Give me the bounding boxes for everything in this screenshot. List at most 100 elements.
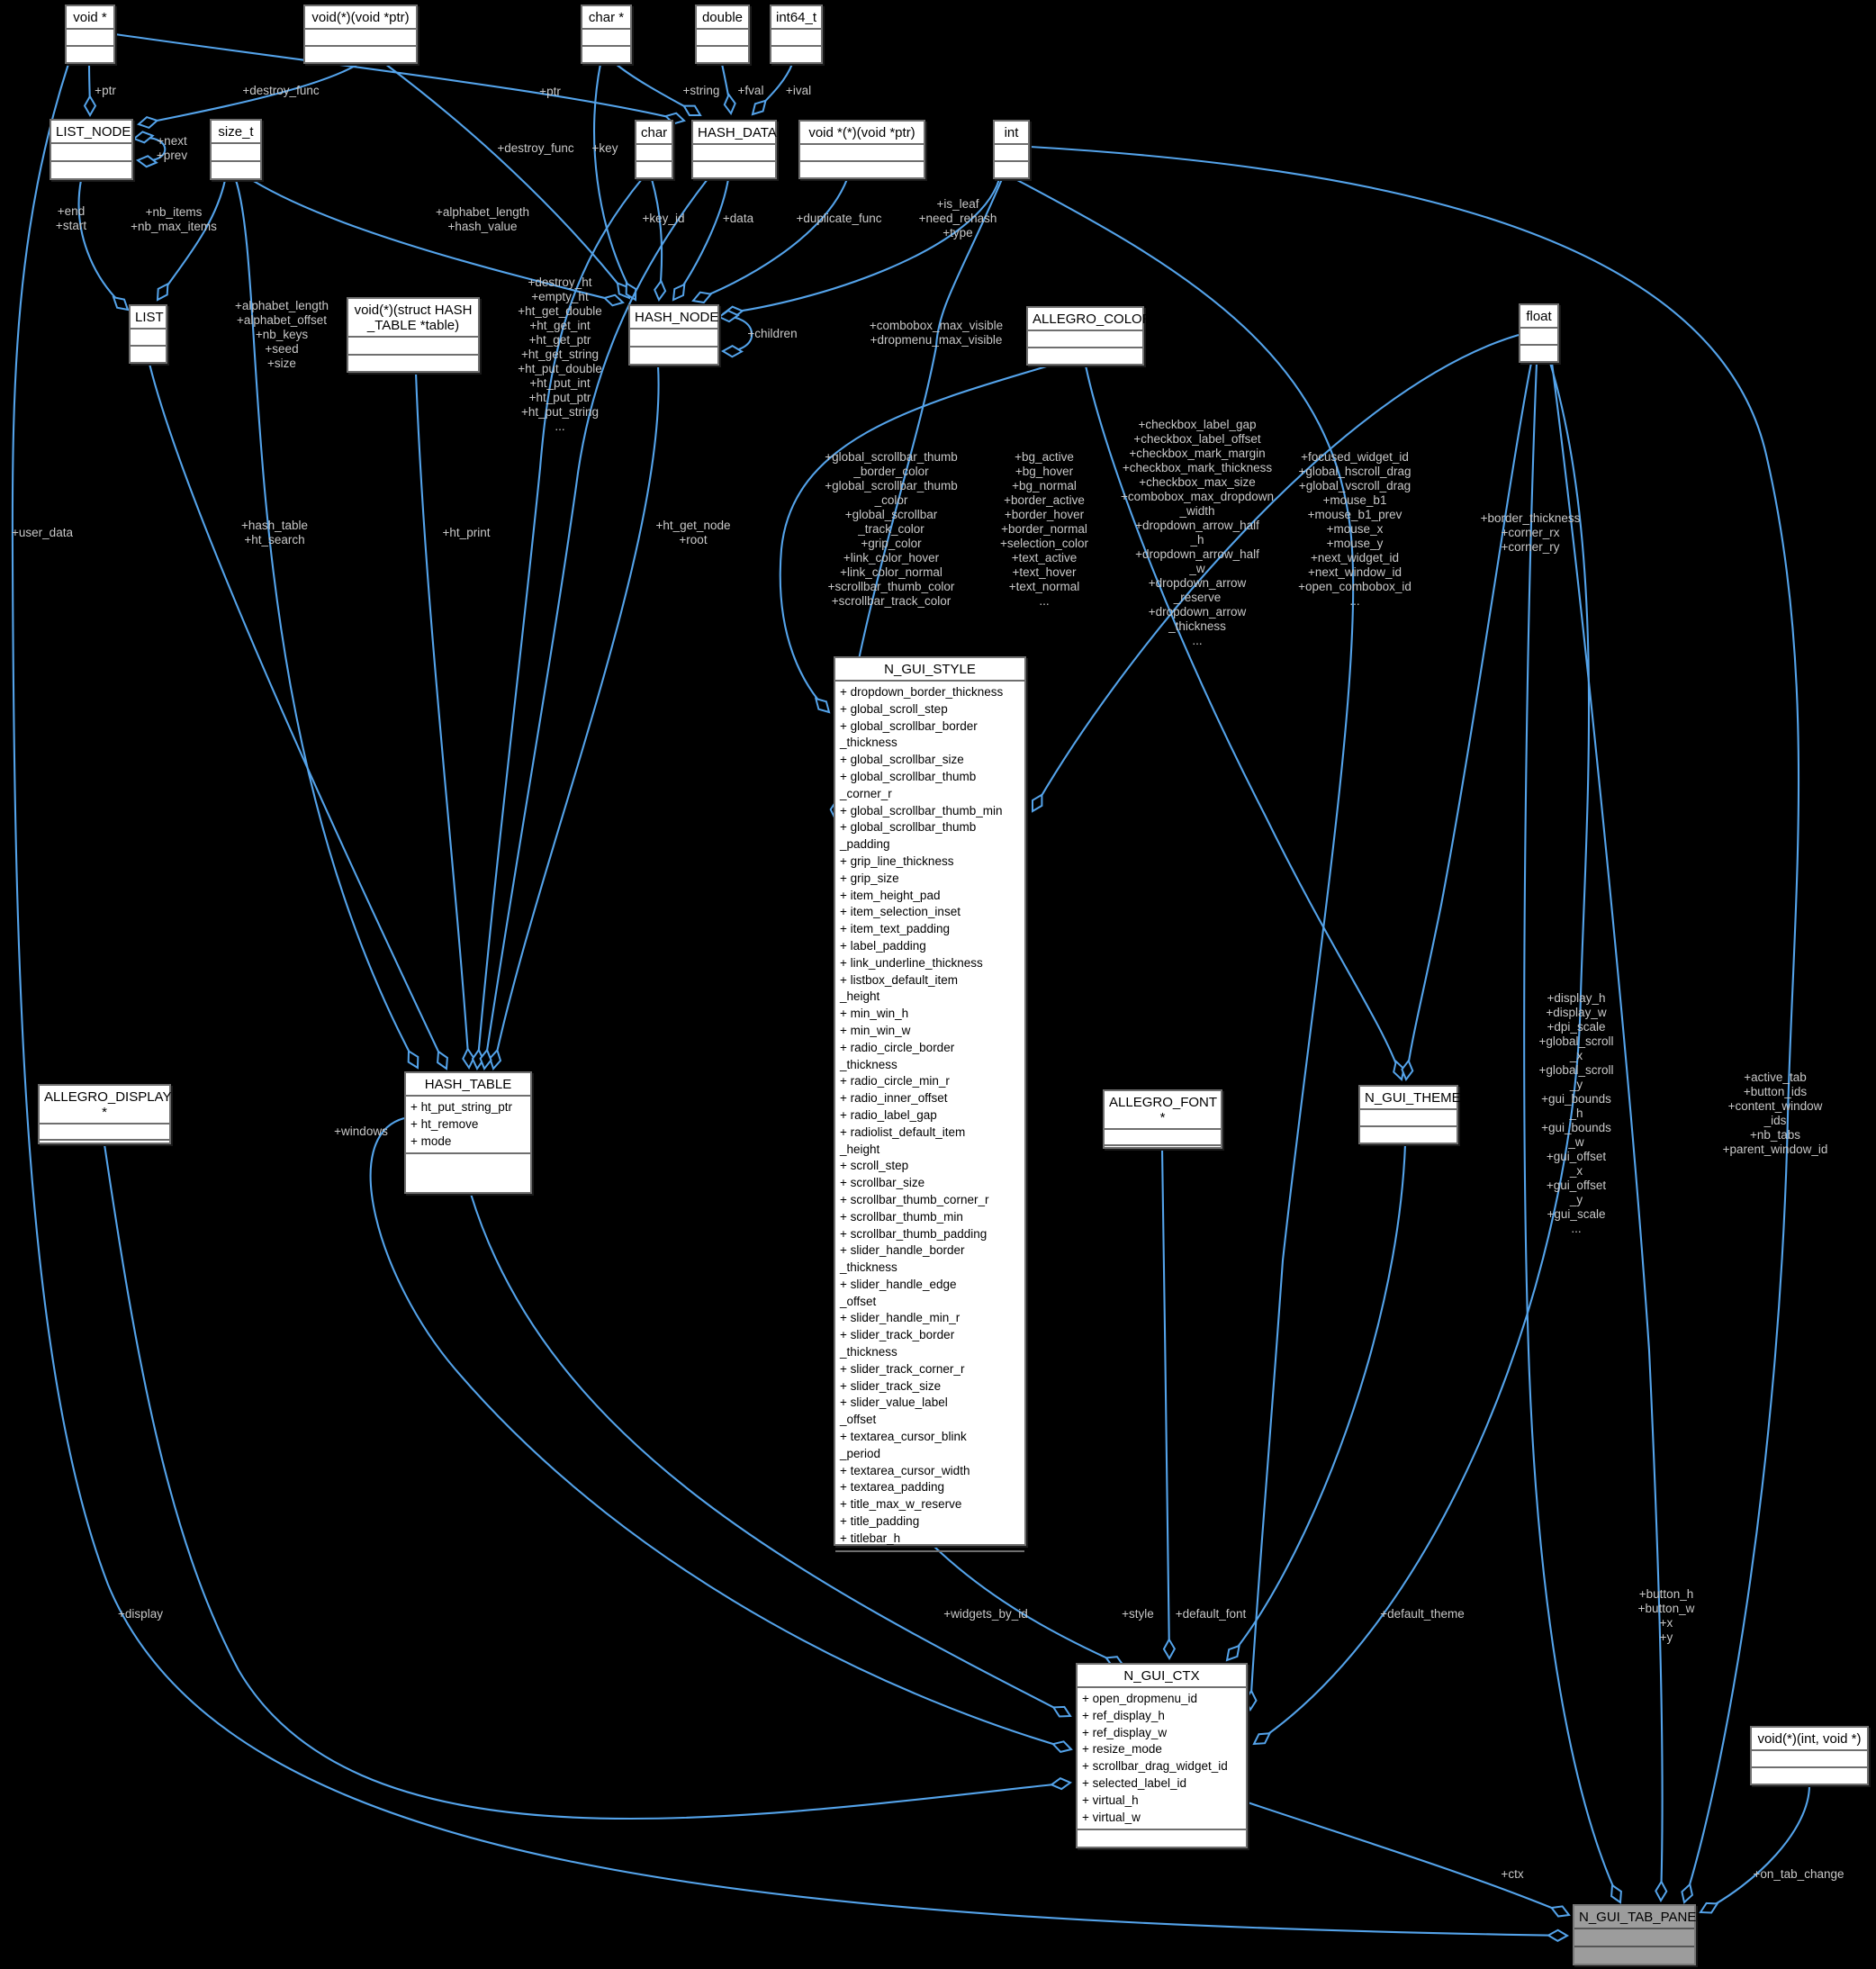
class-title: ALLEGRO_COLOR [1028,308,1152,331]
edge-allegro_color-to-n_gui_theme [1084,365,1403,1080]
class-node-float[interactable]: float [1519,303,1559,363]
class-node-int64_t[interactable]: int64_t [770,5,823,64]
class-node-list_node[interactable]: LIST_NODE [50,119,133,180]
class-node-int[interactable]: int [993,120,1030,179]
aggregation-diamond-icon [1051,1705,1072,1718]
edge-void_ptr-to-n_gui_tab_panel [11,63,1568,1937]
class-methods-compartment [1105,1146,1221,1161]
class-node-n_gui_theme[interactable]: N_GUI_THEME [1358,1085,1461,1144]
class-attributes: + dropdown_border_thickness + global_scr… [835,682,1024,1552]
aggregation-diamond-icon [112,295,130,312]
class-attributes-compartment [1105,1130,1221,1146]
edge-allegro_color-to-n_gui_style [779,364,1051,713]
class-methods-compartment [305,47,416,62]
aggregation-diamond-icon [489,1048,502,1070]
class-attributes-compartment [995,145,1028,162]
class-attributes-compartment [40,1124,169,1141]
aggregation-diamond-icon [1681,1883,1694,1904]
aggregation-diamond-icon [1699,1901,1719,1914]
aggregation-diamond-icon [720,345,744,358]
class-methods-compartment [1028,348,1142,364]
class-node-void_fn_hash_table[interactable]: void(*)(struct HASH _TABLE *table) [347,297,480,373]
edge-hash_data-to-hash_table [483,178,708,1070]
aggregation-diamond-icon [1162,1637,1177,1661]
edge-float-to-n_gui_ctx [1253,362,1591,1745]
edge-float-to-n_gui_tab_panel [1550,362,1664,1901]
class-title: double [697,6,748,30]
class-title: void(*)(int, void *) [1752,1728,1867,1751]
class-node-char_ptr[interactable]: char * [581,5,632,64]
class-attributes-compartment [212,144,260,162]
class-node-allegro_font[interactable]: ALLEGRO_FONT * [1103,1089,1222,1149]
class-node-voidp_fn_void_ptr[interactable]: void *(*)(void *ptr) [798,120,925,179]
class-title: N_GUI_STYLE [835,658,1024,682]
class-attributes-compartment [1520,329,1557,346]
class-methods-compartment [995,162,1028,177]
edge-allegro_display-to-n_gui_ctx [103,1143,1071,1820]
edge-float-to-n_gui_theme [1404,362,1533,1080]
aggregation-diamond-icon [723,93,736,115]
class-node-hash_table[interactable]: HASH_TABLE+ ht_put_string_ptr + ht_remov… [404,1071,532,1194]
class-methods-compartment [1574,1947,1694,1964]
aggregation-diamond-icon [1546,1928,1570,1942]
aggregation-diamond-icon [132,131,155,144]
aggregation-diamond-icon [1401,1059,1414,1081]
class-node-hash_data[interactable]: HASH_DATA [691,120,777,179]
edge-hash_node-to-hash_node [718,315,753,353]
class-attributes-compartment [771,30,821,47]
class-node-n_gui_ctx[interactable]: N_GUI_CTX+ open_dropmenu_id + ref_displa… [1076,1663,1248,1848]
edge-voidp_fn_void_ptr-to-hash_node [692,178,848,302]
class-attributes-compartment [582,30,630,47]
aggregation-diamond-icon [672,283,686,302]
class-node-size_t[interactable]: size_t [210,119,262,180]
class-node-void_ptr[interactable]: void * [65,5,115,64]
class-methods-compartment [1360,1127,1457,1143]
edge-n_gui_ctx-to-n_gui_tab_panel [1247,1802,1570,1916]
class-attributes-compartment [800,145,924,162]
class-node-allegro_display[interactable]: ALLEGRO_DISPLAY * [38,1084,171,1144]
edge-int-to-hash_node [723,178,1001,315]
class-methods-compartment [771,47,821,62]
edge-size_t-to-list [157,179,227,301]
edge-char_ptr-to-hash_node [593,63,636,301]
aggregation-diamond-icon [462,1046,475,1070]
class-node-allegro_color[interactable]: ALLEGRO_COLOR [1026,306,1152,366]
edge-hash_table-to-n_gui_ctx [369,1116,1072,1751]
aggregation-diamond-icon [1655,1879,1668,1903]
class-title: N_GUI_TAB_PANEL [1574,1906,1704,1929]
aggregation-diamond-icon [663,112,686,125]
class-attributes-compartment [131,330,166,347]
class-title: char * [582,6,630,30]
class-attributes-compartment [348,338,478,356]
aggregation-diamond-icon [1032,793,1043,813]
class-attributes-compartment [1752,1751,1867,1768]
aggregation-diamond-icon [1050,1777,1073,1791]
class-methods-compartment [800,162,924,177]
class-methods-compartment [697,47,748,62]
class-methods-compartment [40,1141,169,1155]
class-node-double[interactable]: double [695,5,750,64]
class-title: int64_t [771,6,821,30]
class-node-n_gui_style[interactable]: N_GUI_STYLE+ dropdown_border_thickness +… [834,656,1026,1552]
class-node-void_fn_void_ptr[interactable]: void(*)(void *ptr) [303,5,418,64]
class-node-hash_node[interactable]: HASH_NODE [628,304,719,366]
class-node-n_gui_tab_panel[interactable]: N_GUI_TAB_PANEL [1573,1904,1704,1965]
class-node-char[interactable]: char [635,120,673,179]
class-title: void * [67,6,113,30]
class-title: float [1520,305,1557,329]
class-node-void_fn_int_voidp[interactable]: void(*)(int, void *) [1750,1726,1869,1785]
edge-void_fn_hash_table-to-hash_table [414,372,471,1069]
class-title: HASH_TABLE [406,1073,530,1097]
class-node-list[interactable]: LIST [129,304,167,364]
class-title: LIST [131,306,166,330]
class-attributes-compartment [1028,331,1142,348]
class-attributes-compartment [305,30,416,47]
class-methods-compartment [212,162,260,178]
edge-void_fn_void_ptr-to-hash_node [384,63,630,299]
aggregation-diamond-icon [1610,1883,1622,1904]
aggregation-diamond-icon [1225,1644,1240,1662]
class-attributes-compartment [67,30,113,47]
class-attributes-compartment [1360,1110,1457,1127]
class-title: size_t [212,121,260,144]
